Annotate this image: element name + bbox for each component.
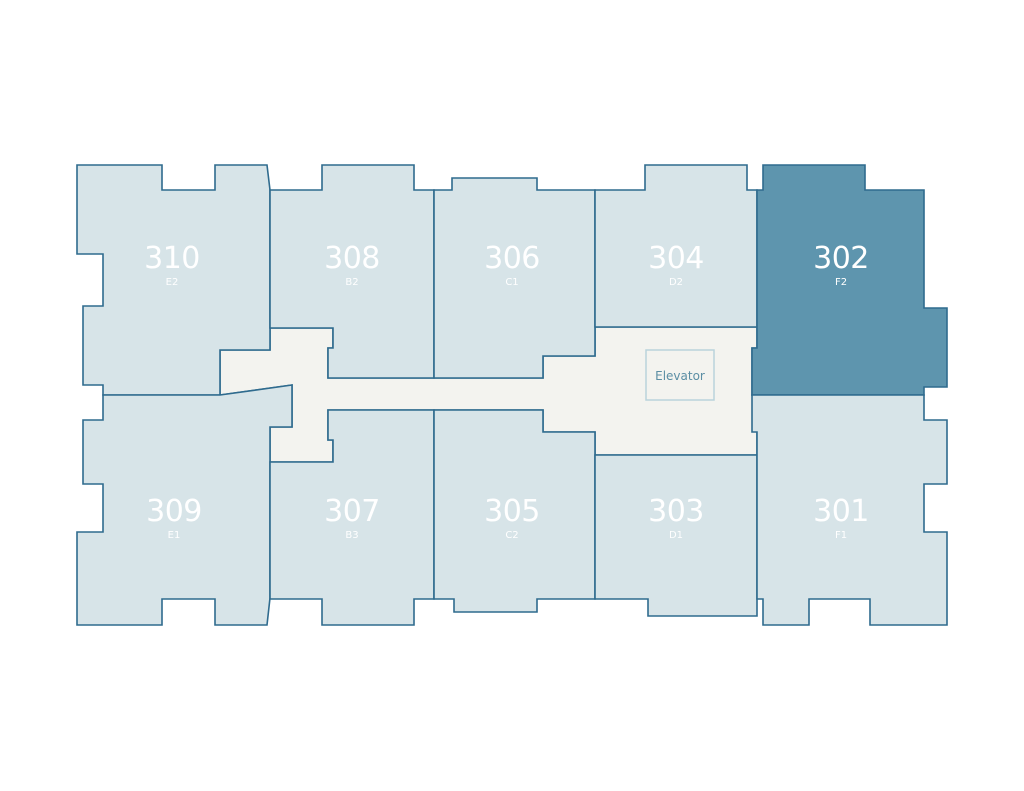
unit-303-number: 303	[648, 494, 704, 529]
unit-309-code: E1	[168, 530, 181, 541]
unit-309[interactable]: 309 E1	[76, 384, 293, 626]
unit-302[interactable]: 302 F2	[751, 164, 948, 396]
unit-309-shape[interactable]	[76, 384, 293, 626]
unit-301-shape[interactable]	[751, 394, 948, 626]
unit-308-code: B2	[345, 277, 358, 288]
unit-302-number: 302	[813, 241, 869, 276]
unit-309-number: 309	[146, 494, 202, 529]
unit-310-code: E2	[166, 277, 179, 288]
unit-301-number: 301	[813, 494, 869, 529]
unit-305-code: C2	[505, 530, 518, 541]
unit-310-shape[interactable]	[76, 164, 271, 396]
unit-307-number: 307	[324, 494, 380, 529]
unit-304-shape[interactable]	[594, 164, 758, 328]
unit-303-code: D1	[669, 530, 683, 541]
unit-310[interactable]: 310 E2	[76, 164, 271, 396]
unit-308-number: 308	[324, 241, 380, 276]
unit-301-code: F1	[835, 530, 847, 541]
elevator-box	[645, 349, 715, 401]
elevator: Elevator	[645, 349, 715, 401]
unit-310-number: 310	[144, 241, 200, 276]
unit-307[interactable]: 307 B3	[269, 409, 435, 626]
unit-304[interactable]: 304 D2	[594, 164, 758, 328]
unit-301[interactable]: 301 F1	[751, 394, 948, 626]
unit-305[interactable]: 305 C2	[433, 409, 596, 613]
unit-302-shape[interactable]	[751, 164, 948, 396]
unit-307-code: B3	[345, 530, 358, 541]
unit-304-number: 304	[648, 241, 704, 276]
unit-305-shape[interactable]	[433, 409, 596, 613]
elevator-label: Elevator	[655, 369, 705, 383]
unit-306-number: 306	[484, 241, 540, 276]
unit-304-code: D2	[669, 277, 683, 288]
unit-302-code: F2	[835, 277, 847, 288]
unit-308[interactable]: 308 B2	[269, 164, 435, 379]
unit-305-number: 305	[484, 494, 540, 529]
unit-303[interactable]: 303 D1	[594, 454, 758, 617]
unit-306-code: C1	[505, 277, 518, 288]
unit-306[interactable]: 306 C1	[433, 177, 596, 379]
